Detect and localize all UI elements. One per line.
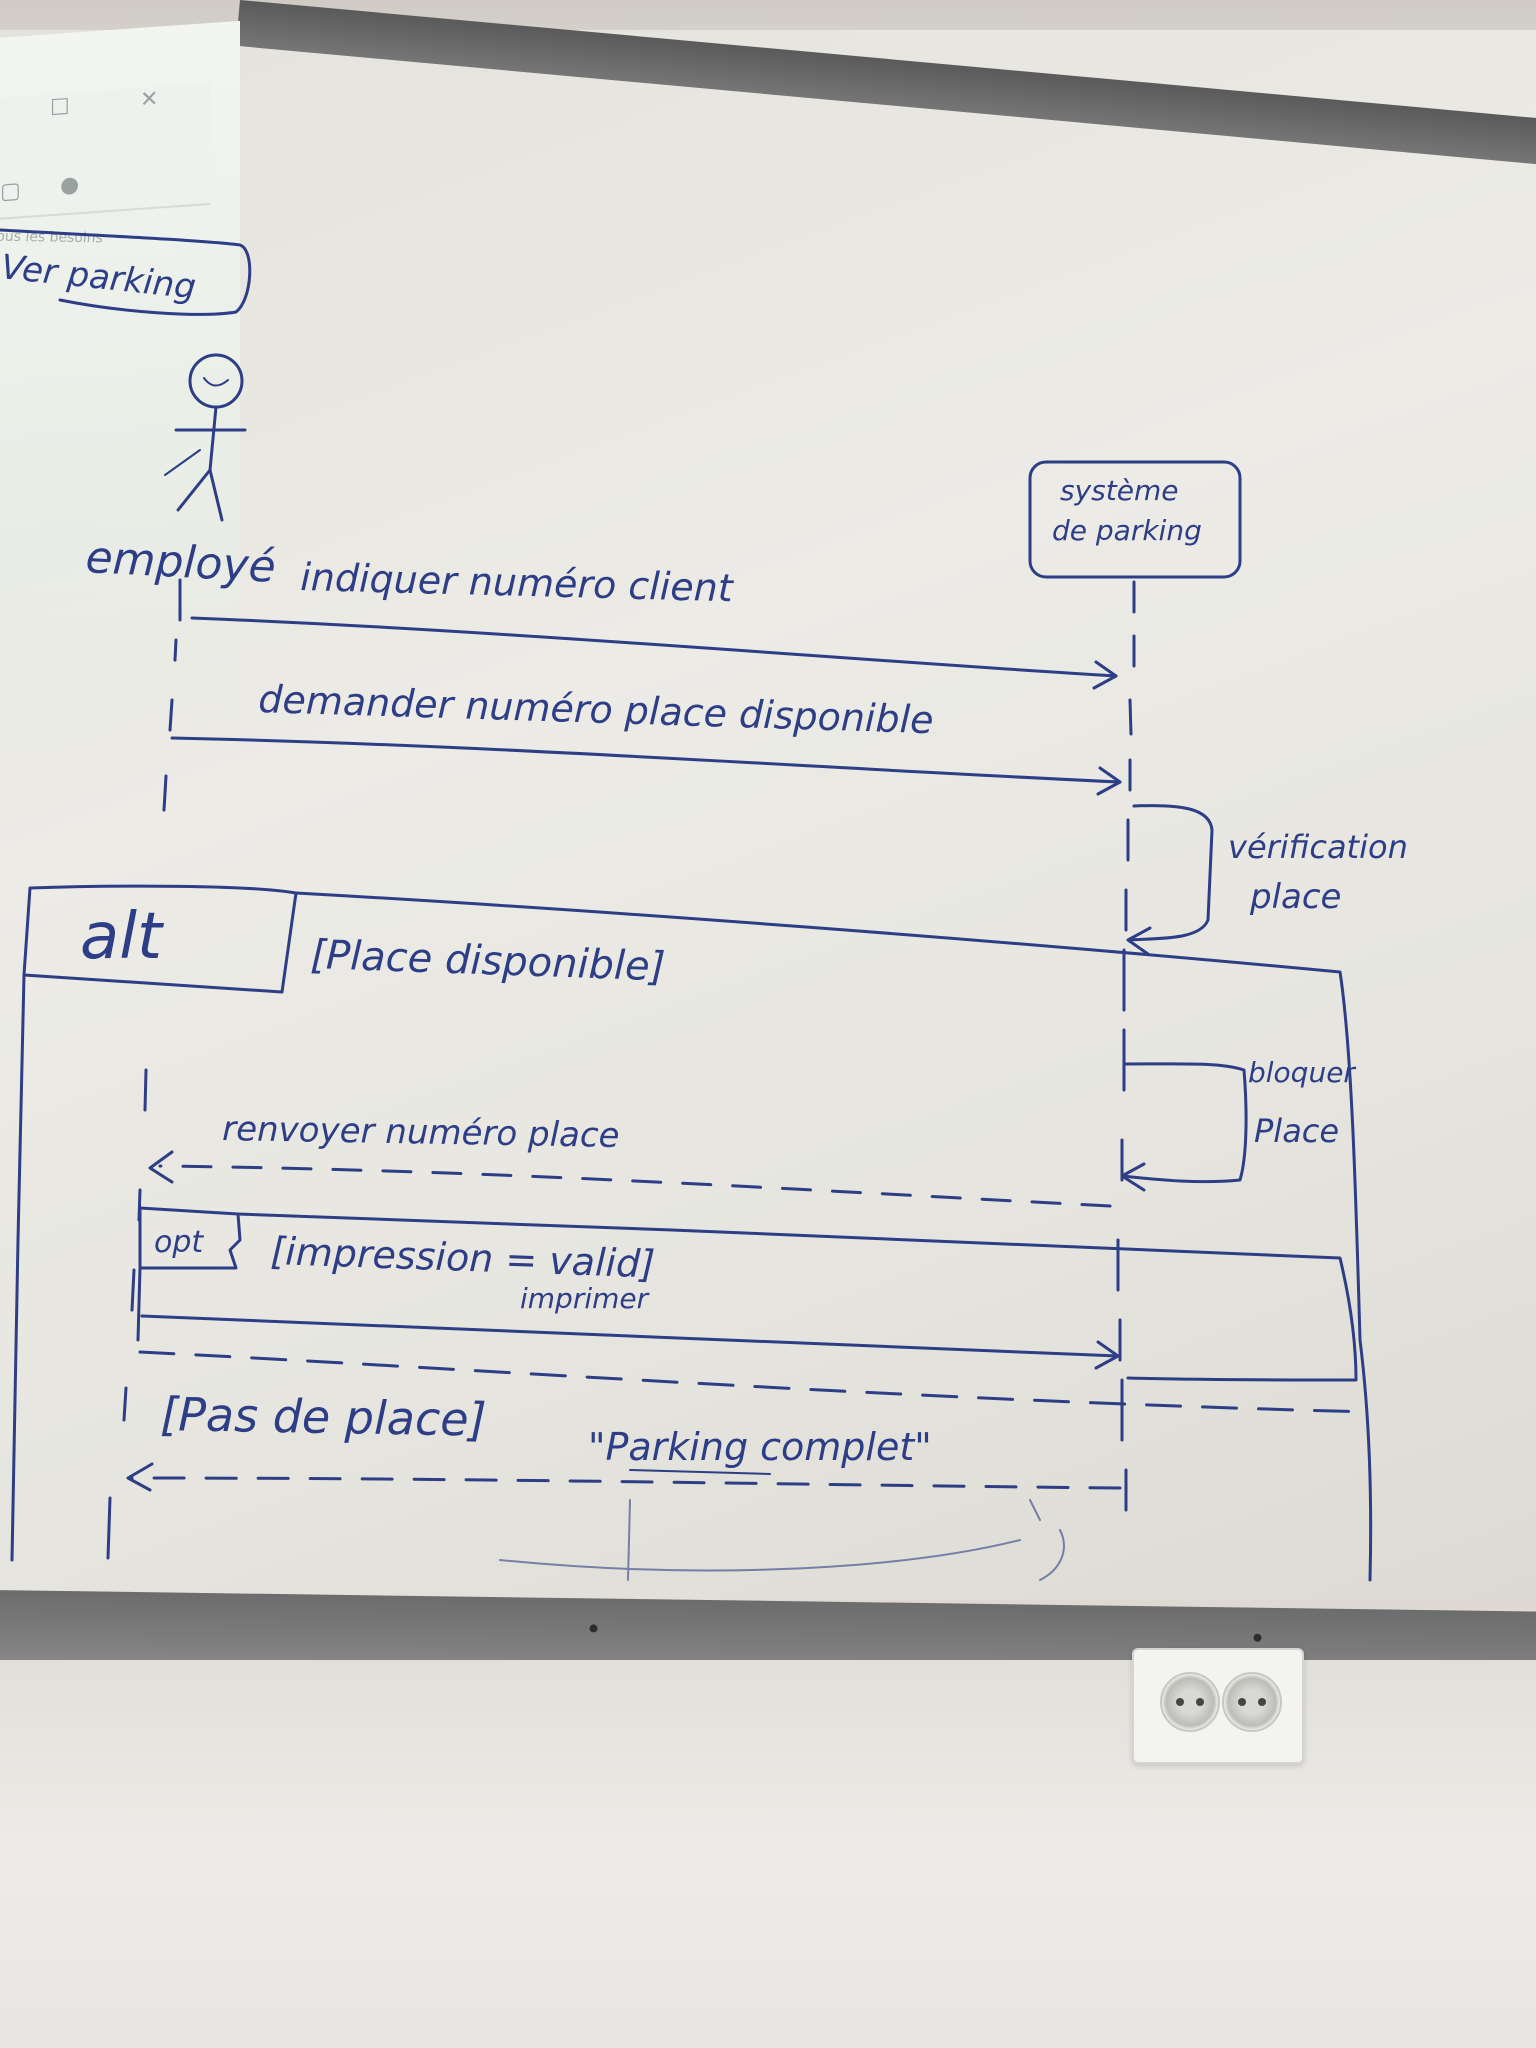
system-label-line2: de parking bbox=[1052, 514, 1202, 547]
frame-screw bbox=[1253, 1633, 1262, 1642]
msg-imprimer-arrow bbox=[140, 1314, 1120, 1358]
msg-renvoyer-label: renvoyer numéro place bbox=[222, 1109, 620, 1156]
actor-body bbox=[208, 405, 218, 472]
wall bbox=[0, 1660, 1536, 2048]
msg-indiquer-arrow bbox=[190, 616, 1118, 678]
whiteboard-surface bbox=[0, 30, 1536, 1600]
actor-head bbox=[188, 353, 244, 409]
msg-bloquer-label: bloquer bbox=[1248, 1056, 1356, 1089]
msg-bloquer-loop bbox=[1120, 1062, 1248, 1184]
opt-guard: [impression = valid] bbox=[270, 1229, 656, 1286]
msg-parking-complet-arrow bbox=[128, 1476, 1122, 1490]
system-label-line1: système bbox=[1060, 474, 1178, 507]
socket bbox=[1160, 1672, 1220, 1732]
msg-verification-label2: place bbox=[1249, 877, 1341, 917]
msg-parking-complet-label: "Parking complet" bbox=[588, 1425, 932, 1469]
title-frame-tab bbox=[0, 228, 252, 316]
system-lifeline-box bbox=[1028, 460, 1242, 579]
msg-demander-label: demander numéro place disponible bbox=[258, 677, 935, 742]
alt-separator bbox=[138, 1350, 1372, 1414]
diagram-title: Ver parking bbox=[0, 247, 198, 307]
alt-right-edge bbox=[294, 891, 1373, 1582]
msg-indiquer-label: indiquer numéro client bbox=[300, 555, 736, 610]
msg-verification-label: vérification bbox=[1228, 828, 1408, 866]
power-outlet bbox=[1132, 1648, 1304, 1764]
opt-keyword: opt bbox=[154, 1225, 204, 1260]
alt-guard: [Place disponible] bbox=[310, 932, 666, 990]
socket bbox=[1222, 1672, 1282, 1732]
msg-demander-arrow bbox=[170, 736, 1122, 784]
msg-renvoyer-arrow bbox=[158, 1164, 1112, 1208]
msg-bloquer-label2: Place bbox=[1254, 1112, 1339, 1150]
msg-imprimer-label: imprimer bbox=[520, 1282, 650, 1315]
alt-keyword: alt bbox=[80, 900, 165, 974]
actor-label: employé bbox=[84, 532, 277, 593]
opt-left-edge bbox=[136, 1266, 142, 1342]
alt-left-edge bbox=[10, 973, 26, 1562]
alt-else-guard: [Pas de place] bbox=[160, 1387, 487, 1447]
msg-verification-loop bbox=[1128, 804, 1214, 942]
sequence-diagram: Ver parking employé système de parking i… bbox=[0, 228, 1408, 1582]
frame-screw bbox=[589, 1624, 598, 1633]
actor-lifeline bbox=[106, 578, 182, 1560]
system-lifeline bbox=[1116, 580, 1136, 1512]
opt-frame bbox=[236, 1212, 1358, 1382]
